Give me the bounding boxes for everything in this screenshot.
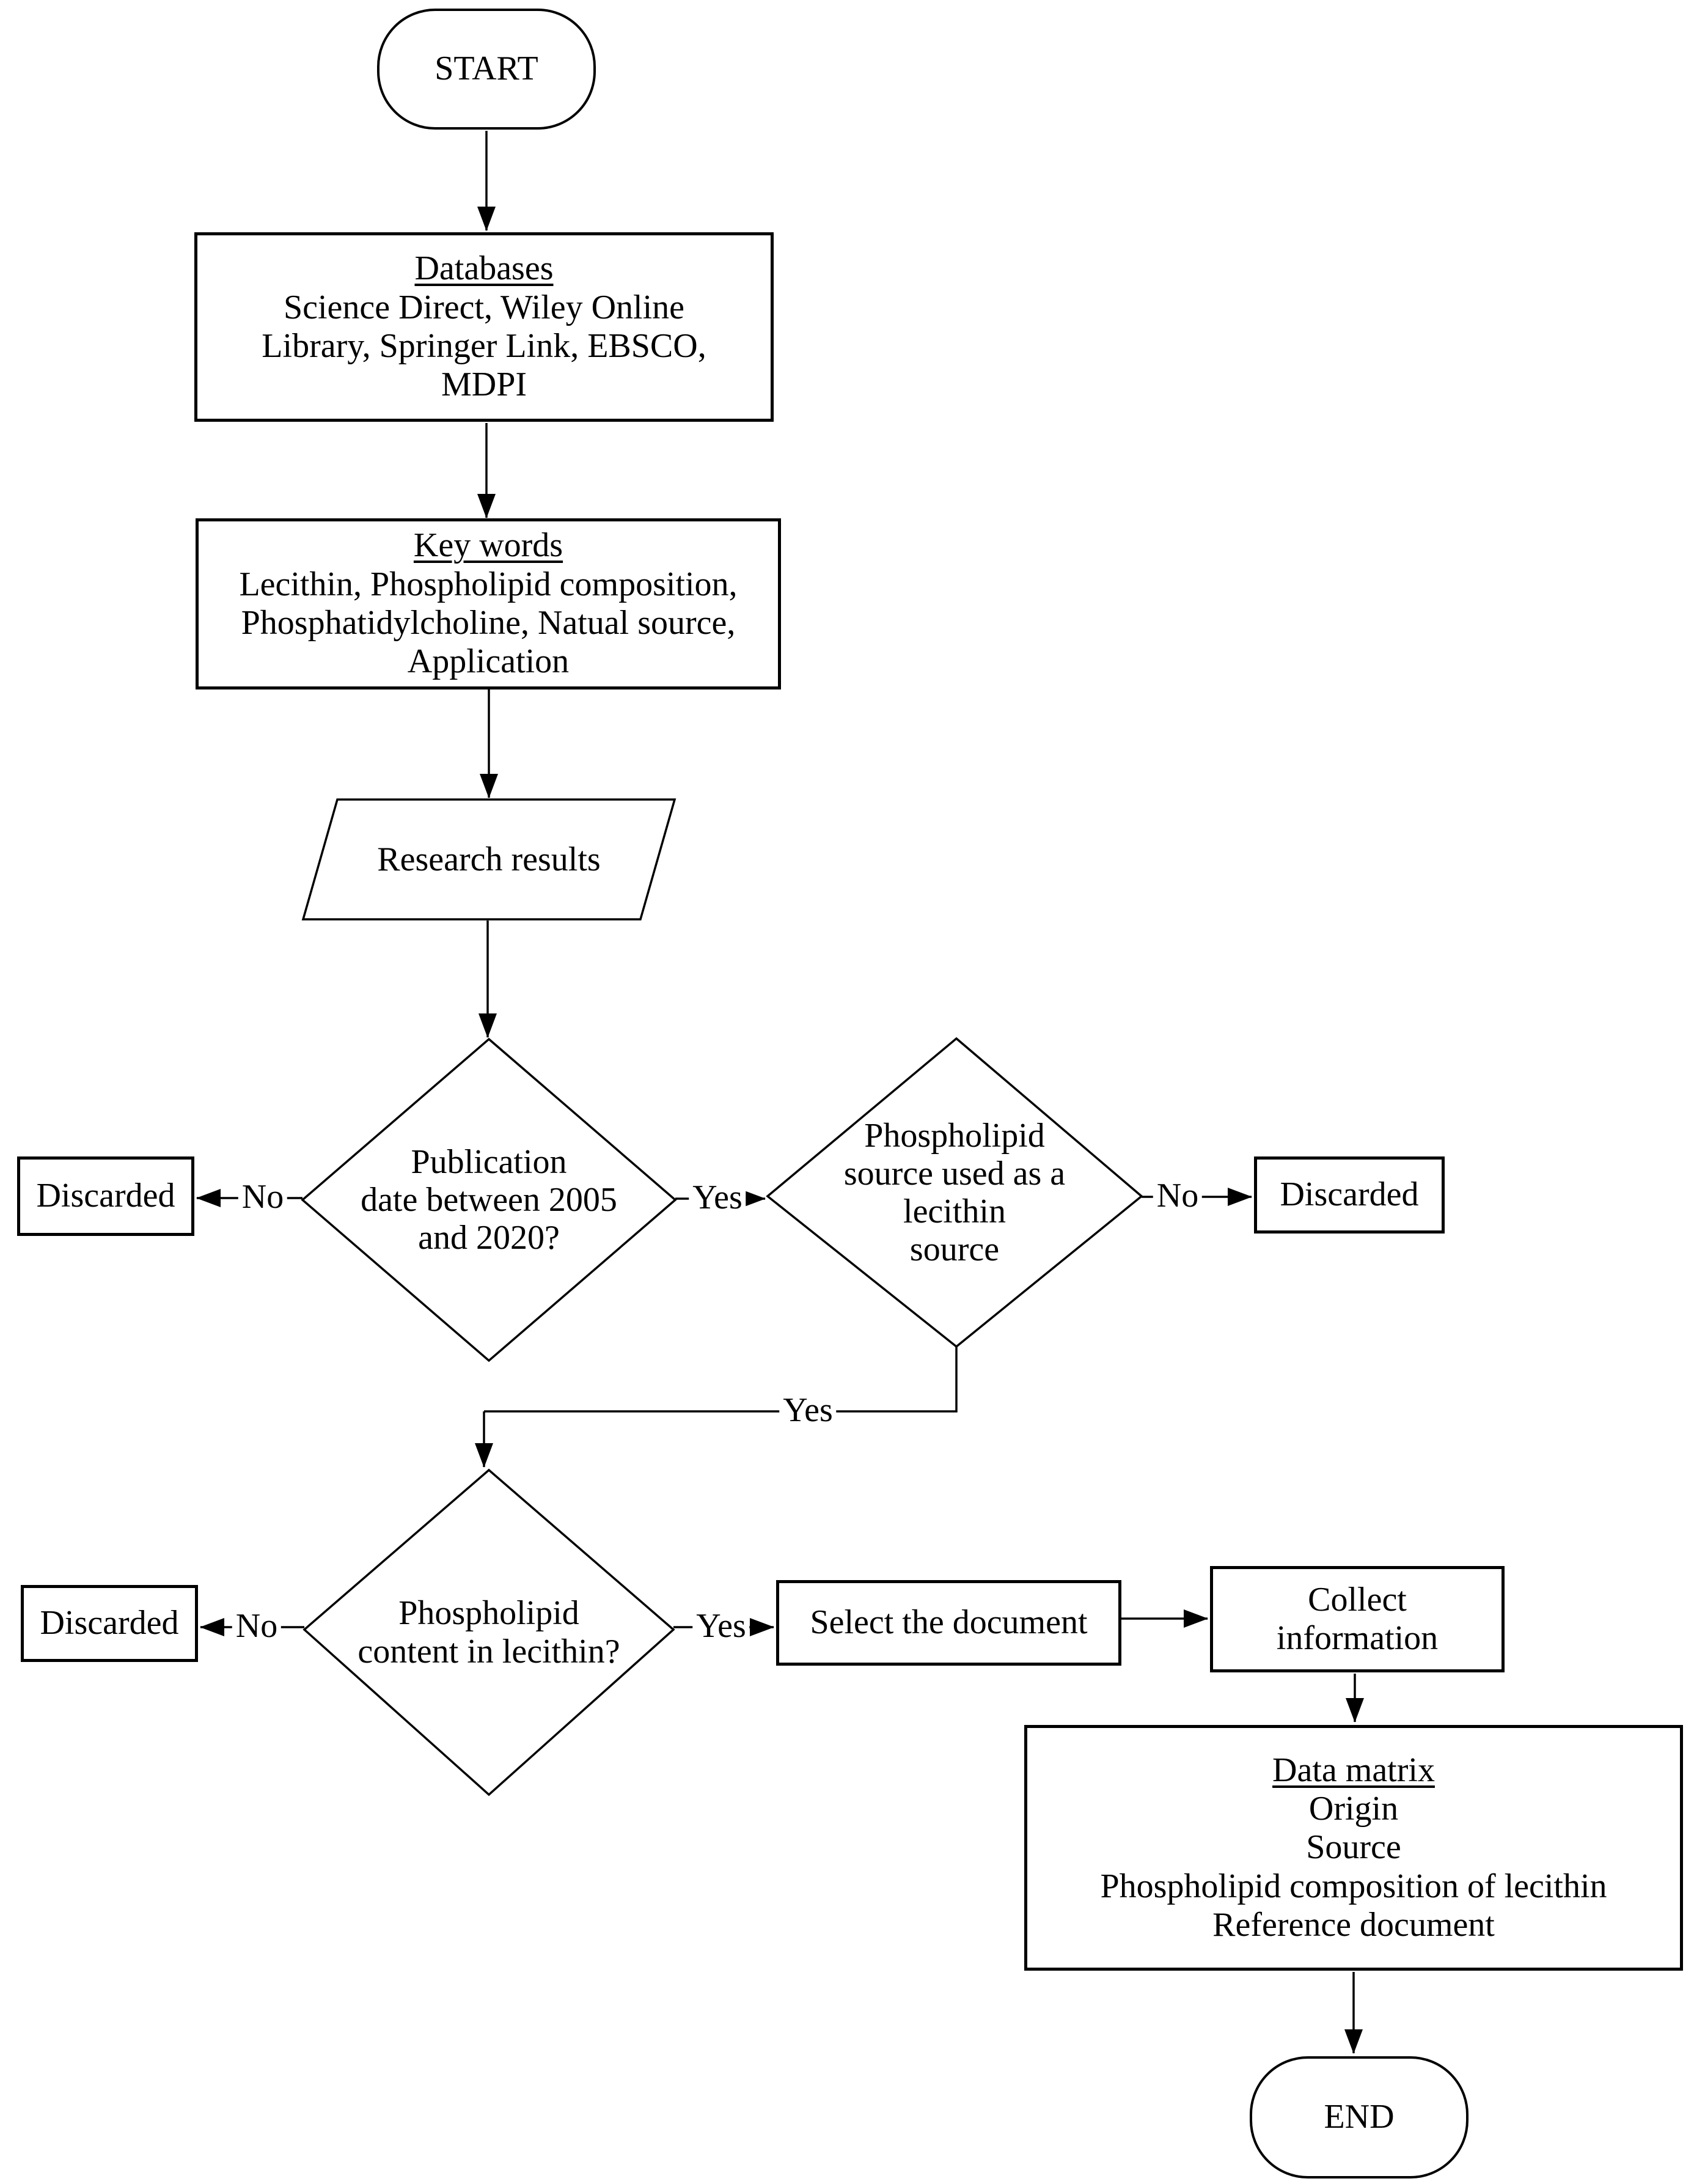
start-node: START — [377, 9, 596, 130]
data-matrix-line: Source — [1306, 1828, 1401, 1867]
keywords-line: Phosphatidylcholine, Natual source, — [241, 604, 736, 642]
edge-label-yes-1: Yes — [689, 1180, 746, 1215]
decision-phospholipid-content-shape — [302, 1468, 675, 1796]
data-matrix-box: Data matrix Origin Source Phospholipid c… — [1024, 1725, 1683, 1971]
decision-publication-date-shape — [301, 1037, 677, 1362]
connector-decision2-yes-elbow — [484, 1347, 958, 1413]
keywords-line: Lecithin, Phospholipid composition, — [239, 565, 738, 603]
edge-label-no-3: No — [232, 1609, 282, 1643]
data-matrix-title: Data matrix — [1272, 1751, 1435, 1789]
edge-label-no-2: No — [1153, 1178, 1203, 1213]
databases-line: Science Direct, Wiley Online — [283, 288, 685, 326]
edge-label-yes-2: Yes — [779, 1393, 837, 1427]
discarded-box-left: Discarded — [17, 1156, 194, 1236]
databases-title: Databases — [414, 249, 554, 288]
research-results-parallelogram-shape — [301, 798, 676, 921]
databases-box: Databases Science Direct, Wiley Online L… — [194, 232, 774, 422]
edge-label-no-1: No — [238, 1180, 288, 1214]
decision-phospholipid-source-shape — [766, 1037, 1143, 1348]
edge-label-yes-3: Yes — [692, 1609, 750, 1643]
discarded-box-bottom-left: Discarded — [21, 1585, 198, 1662]
databases-line: Library, Springer Link, EBSCO, — [262, 327, 706, 365]
data-matrix-line: Phospholipid composition of lecithin — [1100, 1867, 1607, 1905]
start-label: START — [435, 50, 538, 88]
end-node: END — [1250, 2056, 1469, 2178]
keywords-box: Key words Lecithin, Phospholipid composi… — [196, 518, 781, 689]
databases-line: MDPI — [441, 366, 527, 404]
select-document-box: Select the document — [776, 1580, 1121, 1666]
end-label: END — [1324, 2098, 1395, 2136]
keywords-title: Key words — [413, 526, 563, 565]
data-matrix-line: Reference document — [1212, 1905, 1495, 1944]
data-matrix-line: Origin — [1308, 1790, 1399, 1828]
discarded-box-right: Discarded — [1254, 1156, 1445, 1234]
keywords-line: Application — [407, 642, 570, 681]
collect-information-box: Collect information — [1210, 1566, 1505, 1672]
